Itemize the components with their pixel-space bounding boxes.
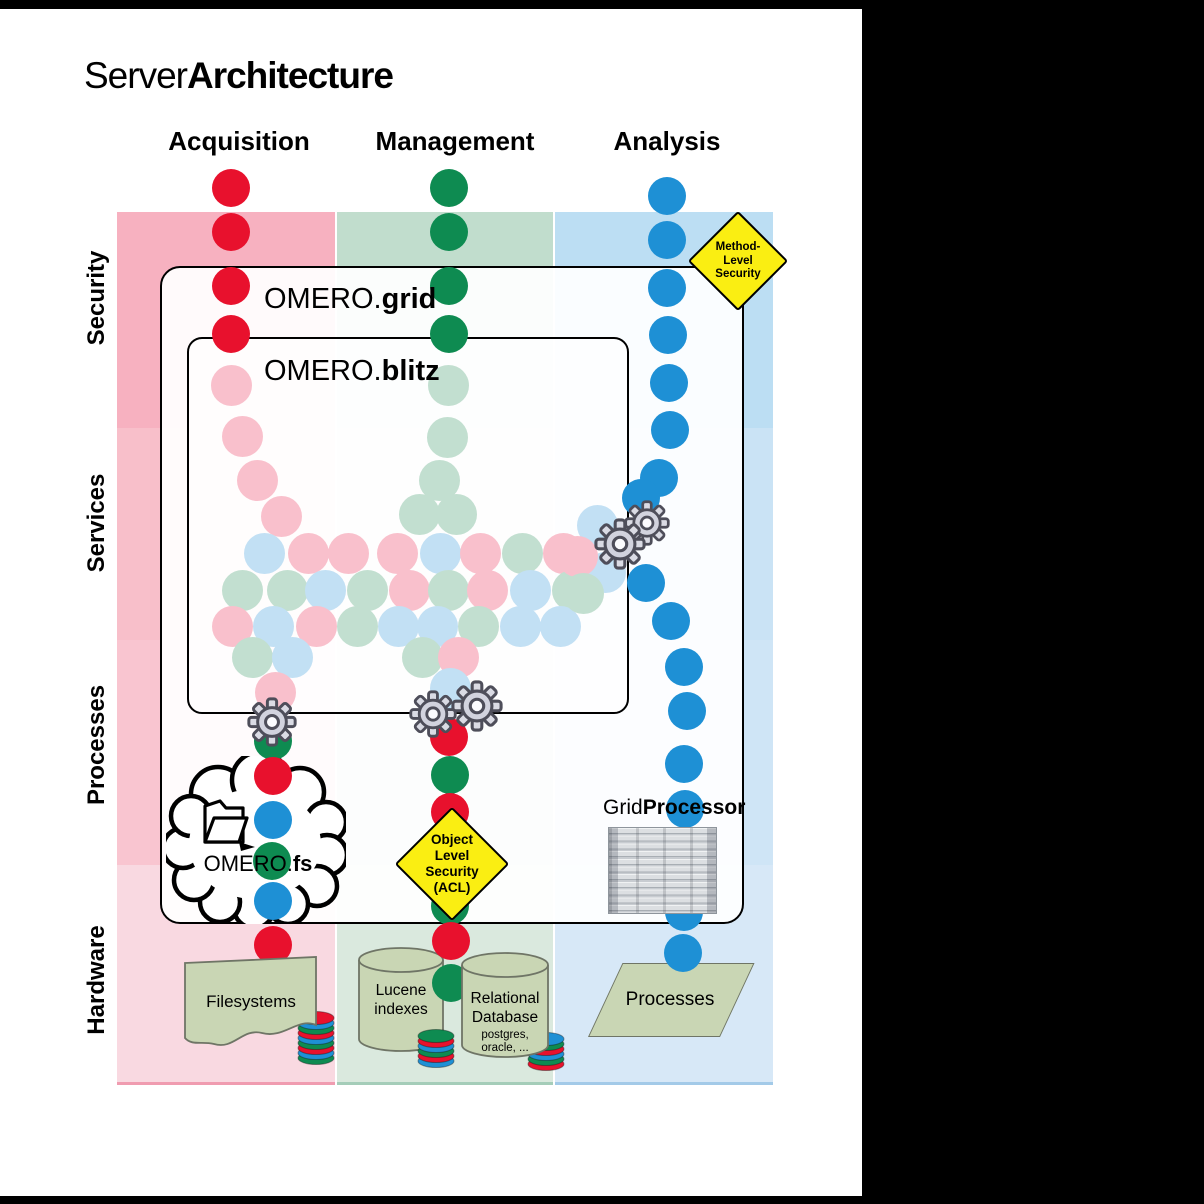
filesystems-label: Filesystems — [206, 992, 296, 1011]
column-header-acquisition: Acquisition — [168, 126, 310, 156]
lucene-cylinder — [358, 947, 444, 1052]
grid-processor-bold: Processor — [642, 796, 746, 819]
column-header-management: Management — [375, 126, 535, 156]
relational-label-line2: Database — [471, 1009, 539, 1026]
row-label-processes: Processes — [83, 684, 110, 806]
grid-processor-prefix: Grid — [603, 796, 643, 819]
omero-grid-bold: grid — [381, 283, 437, 315]
omero-fs-bold: fs — [292, 851, 313, 876]
method-line2: Level — [723, 254, 753, 267]
lucene-label: Lucene indexes — [374, 981, 427, 1019]
omero-blitz-bold: blitz — [381, 355, 440, 387]
relational-label-sub1: postgres, — [481, 1029, 529, 1041]
omero-grid-label: OMERO.grid — [264, 283, 436, 316]
frame-top — [0, 0, 1204, 9]
acl-line1: Object — [430, 832, 474, 847]
flow-dot — [648, 177, 686, 215]
omero-blitz-label: OMERO.blitz — [264, 355, 440, 388]
acl-line3: (ACL) — [433, 880, 471, 895]
acl-line2: Level Security — [425, 848, 479, 879]
relational-label-sub2: oracle, ... — [481, 1042, 529, 1054]
omero-blitz-prefix: OMERO. — [264, 355, 382, 387]
omero-blitz-box — [187, 337, 629, 714]
relational-db-cylinder — [461, 952, 549, 1058]
column-header-analysis: Analysis — [613, 126, 721, 156]
method-line3: Security — [715, 267, 761, 280]
relational-db-label: Relational Database postgres, oracle, ..… — [471, 989, 540, 1055]
frame-bottom — [0, 1196, 1204, 1204]
row-label-hardware: Hardware — [83, 925, 110, 1035]
lucene-label-line1: Lucene — [375, 982, 427, 999]
acl-diamond-text: Object Level Security (ACL) — [425, 832, 478, 896]
relational-label-line1: Relational — [470, 990, 540, 1007]
title-regular: Server — [84, 55, 188, 96]
omero-fs-label: OMERO.fs — [204, 851, 313, 877]
method-diamond-text: Method- Level Security — [715, 241, 760, 282]
omero-fs-prefix: OMERO. — [203, 851, 293, 876]
method-line1: Method- — [715, 240, 761, 253]
omero-grid-prefix: OMERO. — [264, 283, 382, 315]
folder-icon — [203, 799, 255, 851]
processes-label: Processes — [625, 989, 715, 1010]
frame-right — [862, 0, 1204, 1204]
grid-processor-label: GridProcessor — [603, 796, 745, 820]
flow-dot — [430, 169, 468, 207]
row-label-security: Security — [83, 250, 110, 346]
title-bold: Architecture — [186, 55, 394, 96]
server-rack-image — [608, 827, 717, 914]
lucene-label-line2: indexes — [374, 1001, 428, 1018]
page-title: ServerArchitecture — [84, 55, 394, 97]
flow-dot — [212, 169, 250, 207]
omero-fs-cloud — [166, 756, 346, 924]
row-label-services: Services — [83, 473, 110, 573]
